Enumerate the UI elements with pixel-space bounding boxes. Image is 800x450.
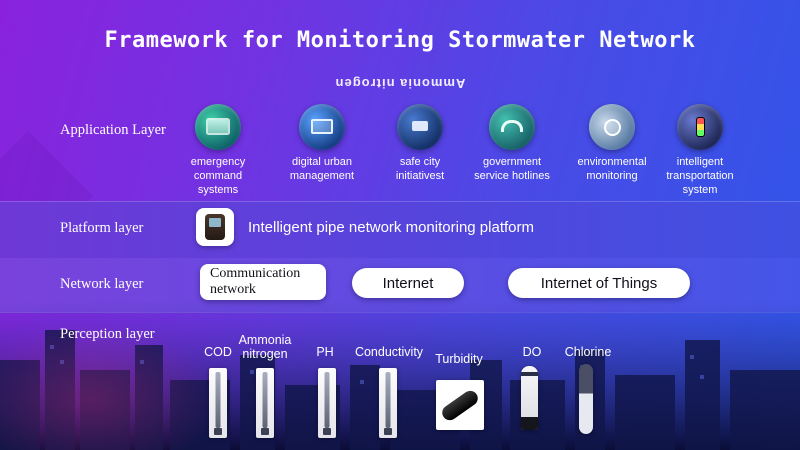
do-sensor-label: DO: [522, 345, 542, 359]
cod-sensor-image: [209, 368, 227, 438]
conductivity-sensor-image: [379, 368, 397, 438]
app-item-label: digital urban management: [289, 156, 355, 182]
platform-layer-label: Platform layer: [60, 220, 144, 236]
application-layer-label: Application Layer: [60, 122, 166, 138]
ammonia-sensor-label: Ammonia nitrogen: [238, 333, 292, 362]
device-glyph: [205, 214, 225, 240]
turbidity-sensor-label: Turbidity: [435, 352, 483, 366]
ph-sensor-label: PH: [316, 345, 334, 359]
turbidity-cylinder: [439, 387, 481, 423]
app-item-emergency-command: emergency command systems: [166, 104, 270, 197]
app-item-label: emergency command systems: [190, 156, 246, 196]
app-item-label: government service hotlines: [474, 156, 550, 182]
app-item-intelligent-transportation: intelligent transportation system: [648, 104, 752, 197]
headset-glyph: [501, 120, 523, 132]
platform-layer-band: [0, 201, 800, 259]
do-sensor-image: [521, 366, 538, 430]
screens-glyph: [208, 120, 228, 133]
ammonia-sensor-image: [256, 368, 274, 438]
turbidity-sensor-image: [436, 380, 484, 430]
conductivity-sensor-label: Conductivity: [354, 345, 424, 359]
environmental-monitoring-icon: [589, 104, 635, 150]
app-item-label: safe city initiativest: [395, 156, 445, 182]
camera-glyph: [412, 121, 428, 131]
chlorine-sensor-image: [579, 364, 593, 434]
government-hotline-icon: [489, 104, 535, 150]
chlorine-sensor-label: Chlorine: [564, 345, 612, 359]
app-item-government-hotlines: government service hotlines: [460, 104, 564, 184]
internet-pill: Internet: [352, 268, 464, 298]
intelligent-transportation-icon: [677, 104, 723, 150]
app-item-label: intelligent transportation system: [666, 156, 734, 196]
monitoring-platform-icon: [196, 208, 234, 246]
communication-network-pill: Communication network: [200, 264, 326, 300]
digital-urban-icon: [299, 104, 345, 150]
internet-of-things-pill: Internet of Things: [508, 268, 690, 298]
cod-sensor-label: COD: [204, 345, 232, 359]
app-item-label: environmental monitoring: [577, 156, 647, 182]
platform-description: Intelligent pipe network monitoring plat…: [248, 219, 534, 236]
city-light-glow: [0, 320, 220, 450]
perception-layer-label: Perception layer: [60, 326, 155, 342]
city-skyline: [0, 300, 800, 450]
emergency-command-icon: [195, 104, 241, 150]
traffic-light-glyph: [695, 117, 705, 137]
app-item-safe-city: safe city initiativest: [368, 104, 472, 184]
monitor-glyph: [311, 119, 333, 134]
app-item-digital-urban: digital urban management: [270, 104, 374, 184]
ph-sensor-image: [318, 368, 336, 438]
ammonia-nitrogen-rotated-label: Ammonia nitrogen: [334, 76, 466, 91]
safe-city-icon: [397, 104, 443, 150]
page-title: Framework for Monitoring Stormwater Netw…: [104, 28, 696, 53]
app-item-environmental-monitoring: environmental monitoring: [560, 104, 664, 184]
gauge-glyph: [603, 119, 621, 136]
network-layer-label: Network layer: [60, 276, 144, 292]
